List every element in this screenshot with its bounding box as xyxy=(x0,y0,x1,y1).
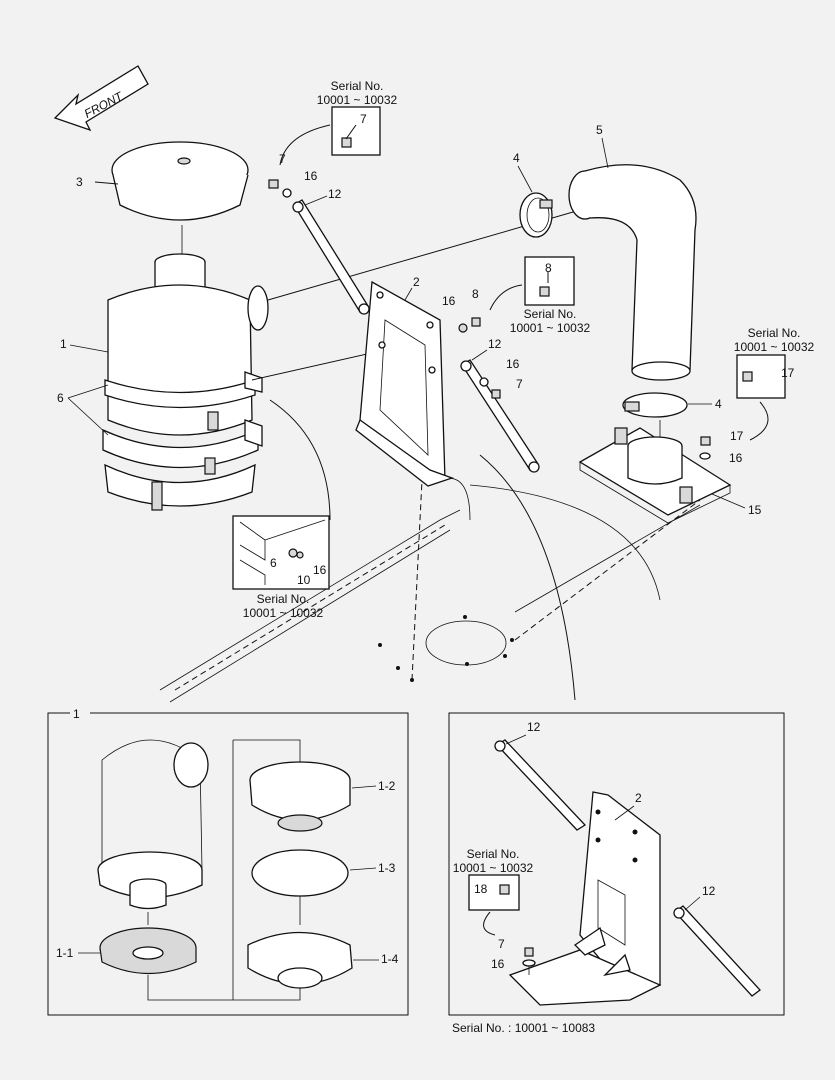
callout-15: 15 xyxy=(748,503,762,517)
floor-opening xyxy=(425,620,507,666)
inset-air-cleaner xyxy=(47,712,409,1016)
serial-footer: Serial No. : 10001 ~ 10083 xyxy=(452,1021,595,1035)
callout-6: 6 xyxy=(57,391,64,405)
mounting-bracket xyxy=(355,280,454,487)
callout-1: 1 xyxy=(60,337,67,351)
serial-mid-line2: 10001 ~ 10032 xyxy=(510,321,591,335)
small-hardware xyxy=(268,179,711,460)
frame-rails xyxy=(159,319,701,703)
inset-callout-1: 1 xyxy=(73,707,80,721)
serial-top-left-line2: 10001 ~ 10032 xyxy=(317,93,398,107)
callout-16d: 16 xyxy=(729,451,743,465)
inset-callout-18: 18 xyxy=(474,882,488,896)
callout-8a: 8 xyxy=(472,287,479,301)
callout-17b: 17 xyxy=(781,366,795,380)
intake-elbow-pipe xyxy=(568,164,697,381)
callout-4b: 4 xyxy=(715,397,722,411)
inset-bracket xyxy=(448,712,785,1016)
stay-rod-lower xyxy=(460,359,540,473)
serial-notes: Serial No. 10001 ~ 10032 Serial No. 1000… xyxy=(243,79,815,1035)
serial-bottom-detail-line2: 10001 ~ 10032 xyxy=(243,606,324,620)
callout-17a: 17 xyxy=(730,429,744,443)
serial-top-left-line1: Serial No. xyxy=(331,79,384,93)
front-arrow: FRONT xyxy=(53,65,149,132)
intake-plate xyxy=(578,427,732,524)
callout-7a: 7 xyxy=(279,152,286,166)
callout-16a: 16 xyxy=(304,169,318,183)
inset-callout-1-3: 1-3 xyxy=(378,861,396,875)
stay-rod-upper xyxy=(292,199,370,315)
callout-4a: 4 xyxy=(513,151,520,165)
callout-7b: 7 xyxy=(516,377,523,391)
serial-inset-right-line1: Serial No. xyxy=(467,847,520,861)
inset-callout-1-1: 1-1 xyxy=(56,946,74,960)
callout-12b: 12 xyxy=(488,337,502,351)
callout-8b: 8 xyxy=(545,261,552,275)
detail-box-7 xyxy=(279,106,381,166)
inset-callout-2: 2 xyxy=(635,791,642,805)
air-cleaner-assembly xyxy=(102,253,269,511)
callout-7c: 7 xyxy=(360,112,367,126)
precleaner-cover xyxy=(94,141,249,221)
inset-callout-12b: 12 xyxy=(702,884,716,898)
inset-callout-7: 7 xyxy=(498,937,505,951)
inset-callout-16: 16 xyxy=(491,957,505,971)
detail-callout-10: 10 xyxy=(297,573,311,587)
callout-5: 5 xyxy=(596,123,603,137)
hose-clamp-upper xyxy=(519,192,553,238)
callout-16c: 16 xyxy=(506,357,520,371)
callout-16b: 16 xyxy=(442,294,456,308)
detail-callout-6: 6 xyxy=(270,556,277,570)
serial-right-line1: Serial No. xyxy=(748,326,801,340)
serial-mid-line1: Serial No. xyxy=(524,307,577,321)
detail-callout-16: 16 xyxy=(313,563,327,577)
detail-box-8 xyxy=(489,256,575,311)
serial-inset-right-line2: 10001 ~ 10032 xyxy=(453,861,534,875)
detail-box-17 xyxy=(736,354,786,441)
callout-2: 2 xyxy=(413,275,420,289)
serial-right-line2: 10001 ~ 10032 xyxy=(734,340,815,354)
inset-callout-1-2: 1-2 xyxy=(378,779,396,793)
hose-clamp-lower xyxy=(622,392,688,418)
inset-callout-1-4: 1-4 xyxy=(381,952,399,966)
callout-12a: 12 xyxy=(328,187,342,201)
callout-labels: 1 2 3 4 4 5 6 7 7 7 8 8 12 12 15 16 16 1… xyxy=(56,112,795,971)
inset-callout-12a: 12 xyxy=(527,720,541,734)
serial-bottom-detail-line1: Serial No. xyxy=(257,592,310,606)
callout-3: 3 xyxy=(76,175,83,189)
detail-box-6-10-16 xyxy=(232,515,330,590)
